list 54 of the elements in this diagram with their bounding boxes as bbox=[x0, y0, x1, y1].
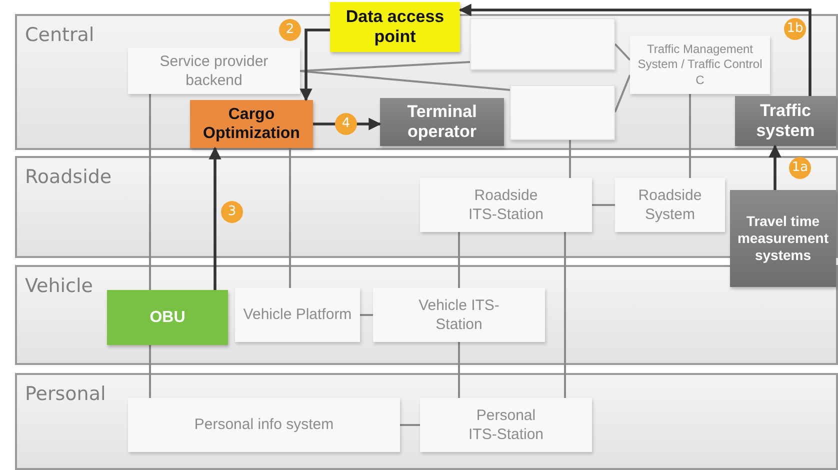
connector-line bbox=[289, 148, 291, 288]
arrow bbox=[208, 146, 222, 290]
highlight-box bbox=[107, 290, 228, 345]
system-label: Travel time measurement systems bbox=[736, 213, 830, 264]
system-box bbox=[730, 190, 836, 287]
component-box bbox=[373, 288, 545, 342]
component-label: Roadside System bbox=[637, 186, 703, 224]
connector-line bbox=[592, 204, 615, 206]
system-box bbox=[735, 96, 836, 146]
component-label: Vehicle ITS-Station bbox=[418, 296, 500, 334]
component-label: Traffic Management System / Traffic Control C bbox=[636, 42, 764, 88]
lane-heading: Roadside bbox=[25, 166, 112, 188]
component-label: Roadside ITS-Station bbox=[467, 186, 545, 224]
component-box bbox=[420, 178, 592, 232]
connector-line bbox=[300, 70, 510, 91]
lane-heading: Personal bbox=[25, 383, 106, 405]
empty-box bbox=[470, 18, 615, 70]
highlight-label: Data access point bbox=[344, 6, 446, 48]
system-label: Traffic system bbox=[755, 100, 816, 142]
highlight-label: OBU bbox=[150, 308, 186, 328]
connector-line bbox=[689, 94, 691, 178]
highlight-box bbox=[330, 2, 460, 52]
connector-line bbox=[458, 232, 460, 288]
lane-heading: Vehicle bbox=[25, 275, 93, 297]
swimlane-band bbox=[15, 373, 838, 470]
connector-line bbox=[614, 43, 631, 61]
connector-line bbox=[149, 345, 151, 398]
component-box bbox=[420, 398, 592, 452]
component-label: Personal info system bbox=[194, 415, 334, 435]
component-box bbox=[128, 398, 400, 452]
component-box bbox=[235, 288, 360, 342]
system-box bbox=[380, 98, 504, 146]
arrow bbox=[768, 144, 782, 190]
connector-line bbox=[458, 342, 460, 398]
component-label: Vehicle Platform bbox=[243, 305, 352, 325]
connector-line bbox=[400, 424, 420, 426]
connector-line bbox=[569, 140, 571, 178]
arrow bbox=[458, 4, 812, 96]
highlight-box bbox=[190, 100, 313, 148]
highlight-label: Cargo Optimization bbox=[202, 104, 301, 144]
system-label: Terminal operator bbox=[406, 102, 478, 142]
component-box bbox=[128, 48, 300, 94]
component-label: Personal ITS-Station bbox=[467, 406, 545, 444]
connector-line bbox=[360, 314, 373, 316]
component-box bbox=[630, 36, 770, 94]
swimlane-band bbox=[15, 265, 838, 365]
connector-line bbox=[149, 94, 151, 290]
component-box bbox=[615, 178, 725, 232]
arrow bbox=[300, 28, 330, 102]
component-label: Service provider backend bbox=[158, 52, 270, 90]
empty-box bbox=[510, 85, 615, 140]
connector-line bbox=[564, 232, 566, 398]
lane-heading: Central bbox=[25, 24, 94, 46]
connector-line bbox=[614, 74, 631, 112]
